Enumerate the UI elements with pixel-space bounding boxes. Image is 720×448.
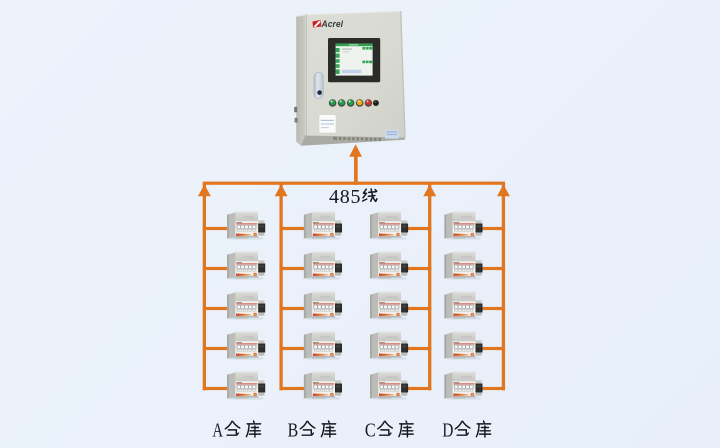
svg-text:D: D xyxy=(442,420,453,442)
svg-text:B: B xyxy=(288,420,299,442)
svg-text:A: A xyxy=(212,420,223,442)
svg-text:Acrel: Acrel xyxy=(321,19,344,30)
svg-text:485: 485 xyxy=(329,186,361,208)
svg-text:C: C xyxy=(365,420,376,442)
